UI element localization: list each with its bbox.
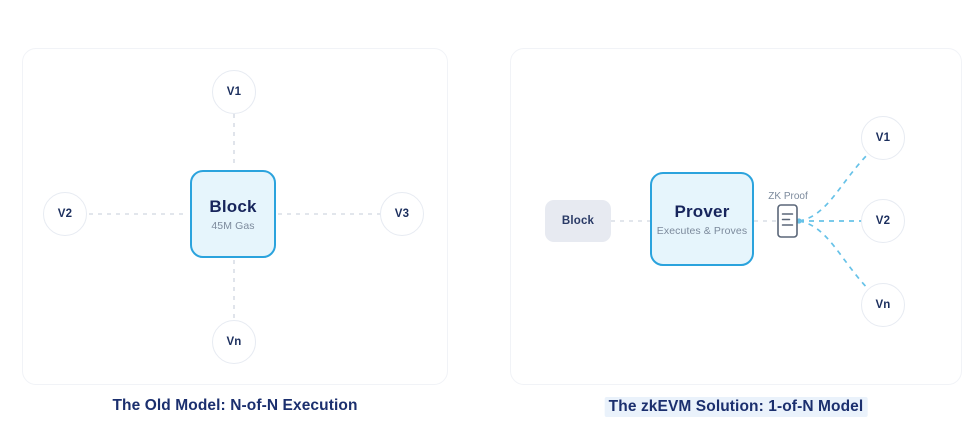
zk-proof-label: ZK Proof [768, 191, 808, 202]
validator-node-v2[interactable]: V2 [43, 192, 87, 236]
validator-node-v1[interactable]: V1 [212, 70, 256, 114]
zk-proof-node[interactable]: ZK Proof [768, 191, 808, 238]
validator-node-v2[interactable]: V2 [861, 199, 905, 243]
connector-proof-to-v1 [798, 151, 871, 222]
source-block-node[interactable]: Block [545, 200, 611, 242]
block-node-title: Block [209, 196, 257, 216]
prover-node-subtitle: Executes & Proves [656, 224, 748, 237]
connector-proof-to-vn [798, 220, 871, 292]
zkevm-solution-caption: The zkEVM Solution: 1-of-N Model [604, 397, 868, 417]
validator-node-vn[interactable]: Vn [212, 320, 256, 364]
old-model-panel: Block 45M Gas V1 V2 V3 Vn [22, 48, 448, 385]
block-node-subtitle: 45M Gas [211, 219, 255, 232]
document-icon [777, 204, 798, 238]
prover-node-title: Prover [674, 201, 730, 221]
block-node[interactable]: Block 45M Gas [190, 170, 276, 258]
old-model-caption: The Old Model: N-of-N Execution [112, 397, 358, 414]
validator-node-v3[interactable]: V3 [380, 192, 424, 236]
validator-node-v1[interactable]: V1 [861, 116, 905, 160]
zkevm-solution-panel: Block Prover Executes & Proves ZK Proof … [510, 48, 962, 385]
validator-node-vn[interactable]: Vn [861, 283, 905, 327]
old-model-connectors [89, 114, 380, 320]
prover-node[interactable]: Prover Executes & Proves [650, 172, 754, 266]
